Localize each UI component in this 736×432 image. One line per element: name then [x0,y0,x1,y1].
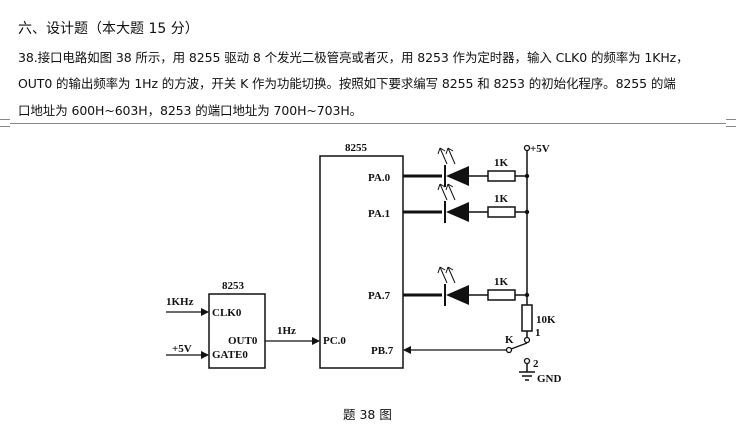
pin-pa7-label: PA.7 [368,290,391,302]
chip-8253-body [208,293,266,369]
question-line-3: 口地址为 600H~603H，8253 的端口地址为 700H~703H。 [18,103,363,118]
led-row-pa7: 1K [403,266,527,306]
led-diode-7-icon [446,285,469,305]
switch-common [505,346,513,354]
out-freq-label: 1Hz [277,325,296,337]
figure-caption: 题 38 图 [343,407,392,422]
chip-8255: 8255 PA.0 PA.1 PA.7 PC.0 PB.7 [319,142,404,369]
chip-8253-title: 8253 [222,280,245,292]
led-row-pa0: 1K [403,147,527,187]
section-heading: 六、设计题（本大题 15 分） [18,21,199,37]
switch-contact-2 [523,357,531,365]
led-light-rays-0-icon [437,147,456,165]
pin-pc0-label: PC.0 [323,335,346,347]
switch-k-lever [510,342,528,350]
clk-input-label: 1KHz [166,296,194,308]
ground-icon [519,371,535,381]
resistor-1-label: 1K [494,157,509,169]
resistor-2-label: 1K [494,193,509,205]
pin-out0-label: OUT0 [228,335,258,347]
vcc-terminal [523,144,531,152]
question-line-1: 38.接口电路如图 38 所示，用 8255 驱动 8 个发光二极管亮或者灭，用… [18,50,689,65]
pin-pa1-label: PA.1 [368,208,390,220]
pullup-resistor [521,304,533,332]
ground-label: GND [537,373,562,385]
divider-right-mark [726,119,736,127]
pin-gate0-label: GATE0 [212,349,248,361]
led-row-pa1: 1K [403,183,527,223]
chip-8255-body [319,155,404,369]
switch-k-label: K [505,334,514,346]
led-diode-0-icon [446,166,469,186]
switch-pos-1-label: 1 [535,327,541,339]
resistor-2 [487,206,516,218]
gate-input-label: +5V [172,343,192,355]
pullup-resistor-label: 10K [536,314,556,326]
switch-pos-2-label: 2 [533,358,539,370]
chip-8255-title: 8255 [345,142,368,154]
vcc-label: +5V [530,143,550,155]
led-diode-1-icon [446,202,469,222]
pin-pa0-label: PA.0 [368,172,391,184]
divider-left-mark [0,119,10,127]
led-light-rays-1-icon [437,183,456,201]
resistor-3 [487,289,516,301]
pin-clk0-label: CLK0 [212,307,242,319]
resistor-3-label: 1K [494,276,509,288]
resistor-1 [487,170,516,182]
section-divider [10,123,726,124]
chip-8253: 8253 CLK0 OUT0 GATE0 [208,280,266,369]
question-line-2: OUT0 的输出频率为 1Hz 的方波，开关 K 作为功能切换。按照如下要求编写… [18,76,676,91]
pin-pb7-label: PB.7 [371,345,394,357]
switch-contact-1 [523,336,531,344]
led-light-rays-7-icon [437,266,456,284]
